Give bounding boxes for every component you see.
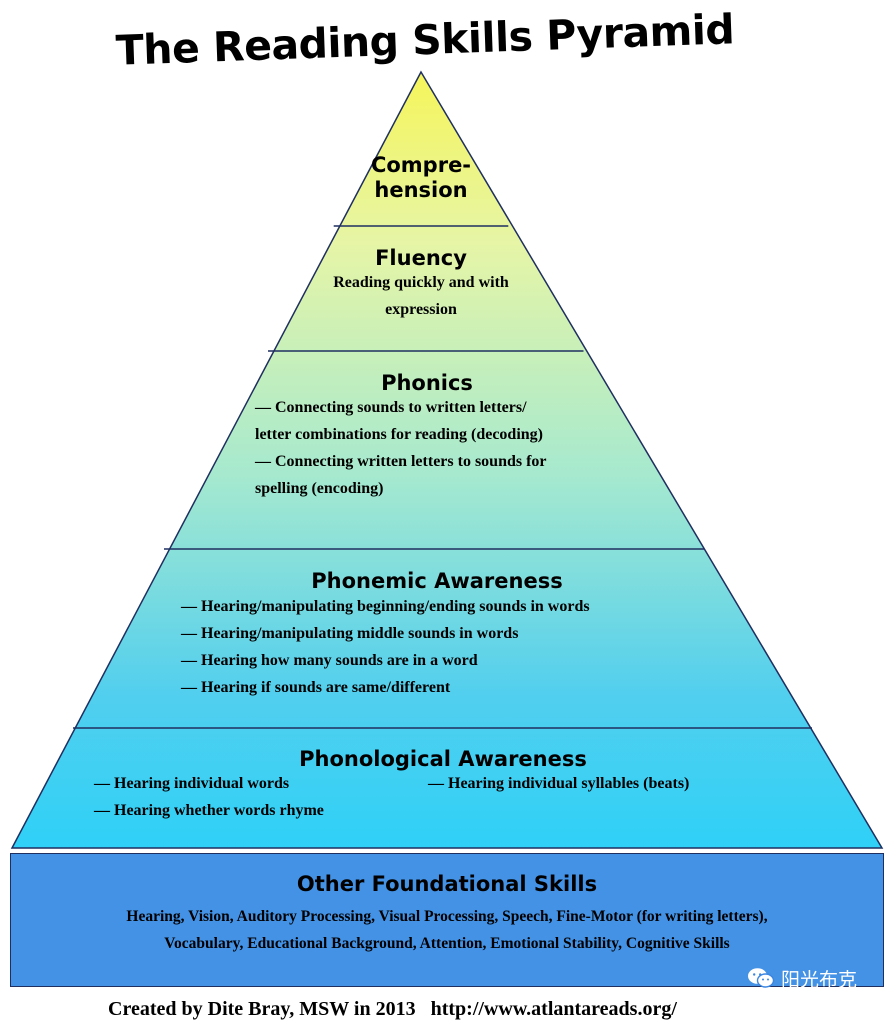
phonics-heading: Phonics bbox=[381, 371, 473, 395]
comprehension-heading: Compre- hension bbox=[321, 153, 521, 203]
fluency-heading: Fluency bbox=[375, 246, 467, 270]
foundational-skills-box bbox=[10, 853, 884, 987]
phonemic-line: — Hearing how many sounds are in a word bbox=[181, 652, 478, 669]
phonological-awareness-right: — Hearing individual syllables (beats) bbox=[428, 775, 690, 792]
fluency-line: Reading quickly and with bbox=[333, 274, 509, 291]
credit-footer: Created by Dite Bray, MSW in 2013 http:/… bbox=[108, 998, 677, 1020]
phonemic-awareness-description: — Hearing/manipulating beginning/ending … bbox=[181, 593, 590, 701]
phonological-line: — Hearing whether words rhyme bbox=[94, 802, 324, 819]
foundational-skills-description: Hearing, Vision, Auditory Processing, Vi… bbox=[10, 903, 884, 957]
pyramid-body bbox=[10, 70, 884, 849]
phonics-description: — Connecting sounds to written letters/ … bbox=[255, 394, 547, 502]
phonics-line: — Connecting sounds to written letters/ bbox=[255, 399, 527, 416]
watermark-text: 阳光布克 bbox=[781, 968, 858, 991]
phonemic-line: — Hearing/manipulating beginning/ending … bbox=[181, 598, 590, 615]
phonological-awareness-heading: Phonological Awareness bbox=[299, 747, 587, 771]
phonics-line: spelling (encoding) bbox=[255, 480, 384, 497]
fluency-line: expression bbox=[385, 301, 457, 318]
phonics-line: — Connecting written letters to sounds f… bbox=[255, 453, 547, 470]
foundational-line: Vocabulary, Educational Background, Atte… bbox=[164, 935, 730, 952]
fluency-description: Reading quickly and with expression bbox=[291, 269, 551, 323]
phonological-awareness-left: — Hearing individual words — Hearing whe… bbox=[94, 770, 324, 824]
phonemic-line: — Hearing if sounds are same/different bbox=[181, 679, 451, 696]
pyramid bbox=[10, 70, 884, 849]
phonics-line: letter combinations for reading (decodin… bbox=[255, 426, 543, 443]
phonemic-line: — Hearing/manipulating middle sounds in … bbox=[181, 625, 519, 642]
foundational-line: Hearing, Vision, Auditory Processing, Vi… bbox=[126, 908, 768, 925]
comprehension-heading-line2: hension bbox=[374, 178, 468, 202]
phonemic-awareness-heading: Phonemic Awareness bbox=[311, 569, 563, 593]
watermark: 阳光布克 bbox=[747, 965, 857, 991]
comprehension-heading-line1: Compre- bbox=[370, 153, 472, 177]
foundational-skills-heading: Other Foundational Skills bbox=[296, 872, 598, 896]
phonological-line: — Hearing individual words bbox=[94, 775, 290, 792]
wechat-icon bbox=[748, 968, 775, 988]
